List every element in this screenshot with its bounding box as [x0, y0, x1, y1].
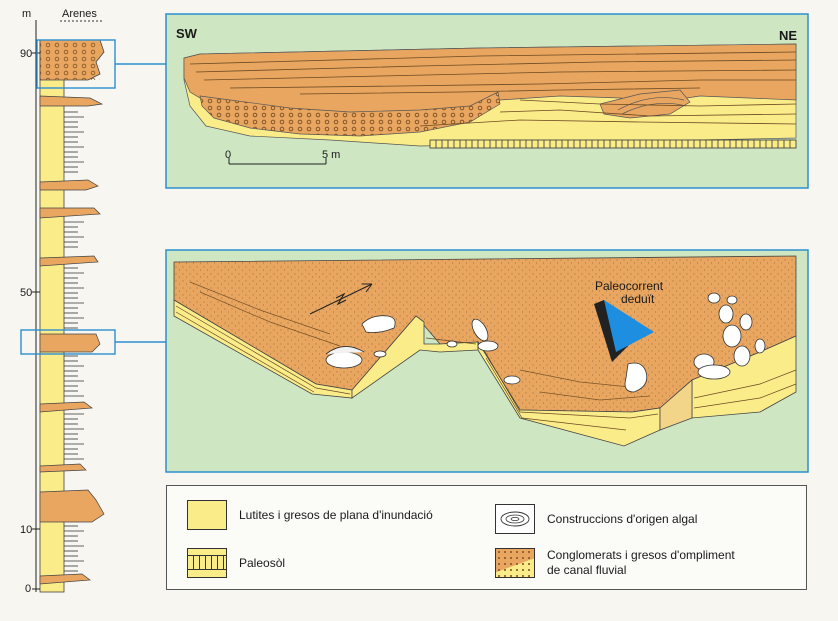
- column-tick-label: 10: [20, 524, 32, 536]
- north-arrow: [309, 283, 373, 315]
- legend: Lutites i gresos de plana d'inundació Pa…: [166, 485, 807, 590]
- paleocurrent-arrow: Paleocorrent deduït: [594, 279, 664, 362]
- cross-bedding: [617, 97, 685, 111]
- column-paleosol-marks: [64, 111, 84, 572]
- conglomerate-dots: [200, 92, 500, 136]
- algal-nodule: [697, 364, 731, 380]
- algal-dome: [325, 346, 365, 355]
- legend-label-conglomerate: Conglomerats i gresos d'ompliment de can…: [547, 548, 735, 578]
- column-lens: [39, 463, 87, 473]
- channel-lens-ne: [599, 89, 691, 119]
- column-top-dots: [40, 40, 100, 80]
- paleosol-band: [429, 139, 797, 149]
- column-lens: [39, 333, 101, 353]
- column-lens: [39, 255, 99, 267]
- algal-nodule: [739, 313, 753, 331]
- algal-nodule: [503, 375, 521, 385]
- scale-end-label: 5 m: [322, 149, 340, 161]
- lamination-lines: [189, 51, 797, 127]
- algal-constructions: [325, 292, 766, 393]
- algal-nodule: [373, 350, 387, 358]
- column-lens: [39, 489, 105, 523]
- algal-nodule: [754, 338, 766, 354]
- algal-mound: [624, 362, 648, 393]
- algal-nodule: [707, 292, 721, 304]
- algal-nodule: [718, 304, 734, 324]
- column-lens: [39, 95, 104, 107]
- column-tick-label: 50: [20, 287, 32, 299]
- north-glyph: [335, 292, 347, 306]
- algal-nodule: [733, 345, 751, 367]
- legend-label-algal: Construccions d'origen algal: [547, 511, 698, 526]
- algal-nodule: [471, 318, 489, 342]
- direction-label-sw: SW: [176, 26, 198, 41]
- column-lens: [39, 207, 101, 219]
- column-lens: [39, 573, 91, 585]
- scale-bar: 0 5 m: [225, 149, 340, 165]
- algal-nodule: [726, 295, 738, 305]
- column-unit-label: m: [22, 8, 31, 20]
- legend-swatch-floodplain: [187, 500, 227, 530]
- column-lens: [39, 179, 99, 191]
- column-top-label: Arenes: [62, 8, 97, 20]
- legend-label-floodplain: Lutites i gresos de plana d'inundació: [239, 507, 433, 522]
- cross-bedding: [621, 102, 687, 115]
- legend-item-conglomerate: Conglomerats i gresos d'ompliment de can…: [495, 548, 735, 578]
- legend-item-algal: Construccions d'origen algal: [495, 504, 697, 534]
- column-ticks: 90 50 10 0: [20, 48, 40, 595]
- column-lens: [39, 401, 93, 413]
- surface-streaks: [189, 281, 651, 401]
- scale-start-label: 0: [225, 149, 231, 161]
- paleocurrent-label-1: Paleocorrent: [595, 279, 664, 293]
- direction-label-ne: NE: [779, 28, 797, 43]
- legend-item-floodplain: Lutites i gresos de plana d'inundació: [187, 500, 433, 530]
- legend-label-paleosol: Paleosòl: [239, 555, 286, 570]
- block-diagram-panel: Paleocorrent deduït: [165, 249, 809, 473]
- legend-swatch-algal: [495, 504, 535, 534]
- legend-label-conglomerate-line2: de canal fluvial: [547, 563, 627, 577]
- algal-nodule: [325, 351, 363, 369]
- column-tick-label: 90: [20, 48, 32, 60]
- cross-section-panel: SW NE 0 5 m: [165, 13, 809, 189]
- algal-nodule: [446, 340, 458, 348]
- legend-item-paleosol: Paleosòl: [187, 548, 285, 578]
- legend-swatch-conglomerate: [495, 548, 535, 578]
- block-face: [659, 379, 693, 431]
- arrow-head: [604, 300, 654, 352]
- algal-symbol-icon: [500, 511, 530, 527]
- stratigraphic-column: m Arenes 90 50 10 0: [20, 8, 166, 595]
- column-tick-label: 0: [25, 583, 31, 595]
- legend-swatch-paleosol: [187, 548, 227, 578]
- algal-mound: [361, 315, 396, 333]
- algal-nodule: [477, 340, 499, 352]
- paleosol-ticks: [435, 140, 791, 148]
- paleocurrent-label-2: deduït: [621, 292, 655, 306]
- legend-label-conglomerate-line1: Conglomerats i gresos d'ompliment: [547, 548, 735, 562]
- algal-nodule: [722, 324, 742, 348]
